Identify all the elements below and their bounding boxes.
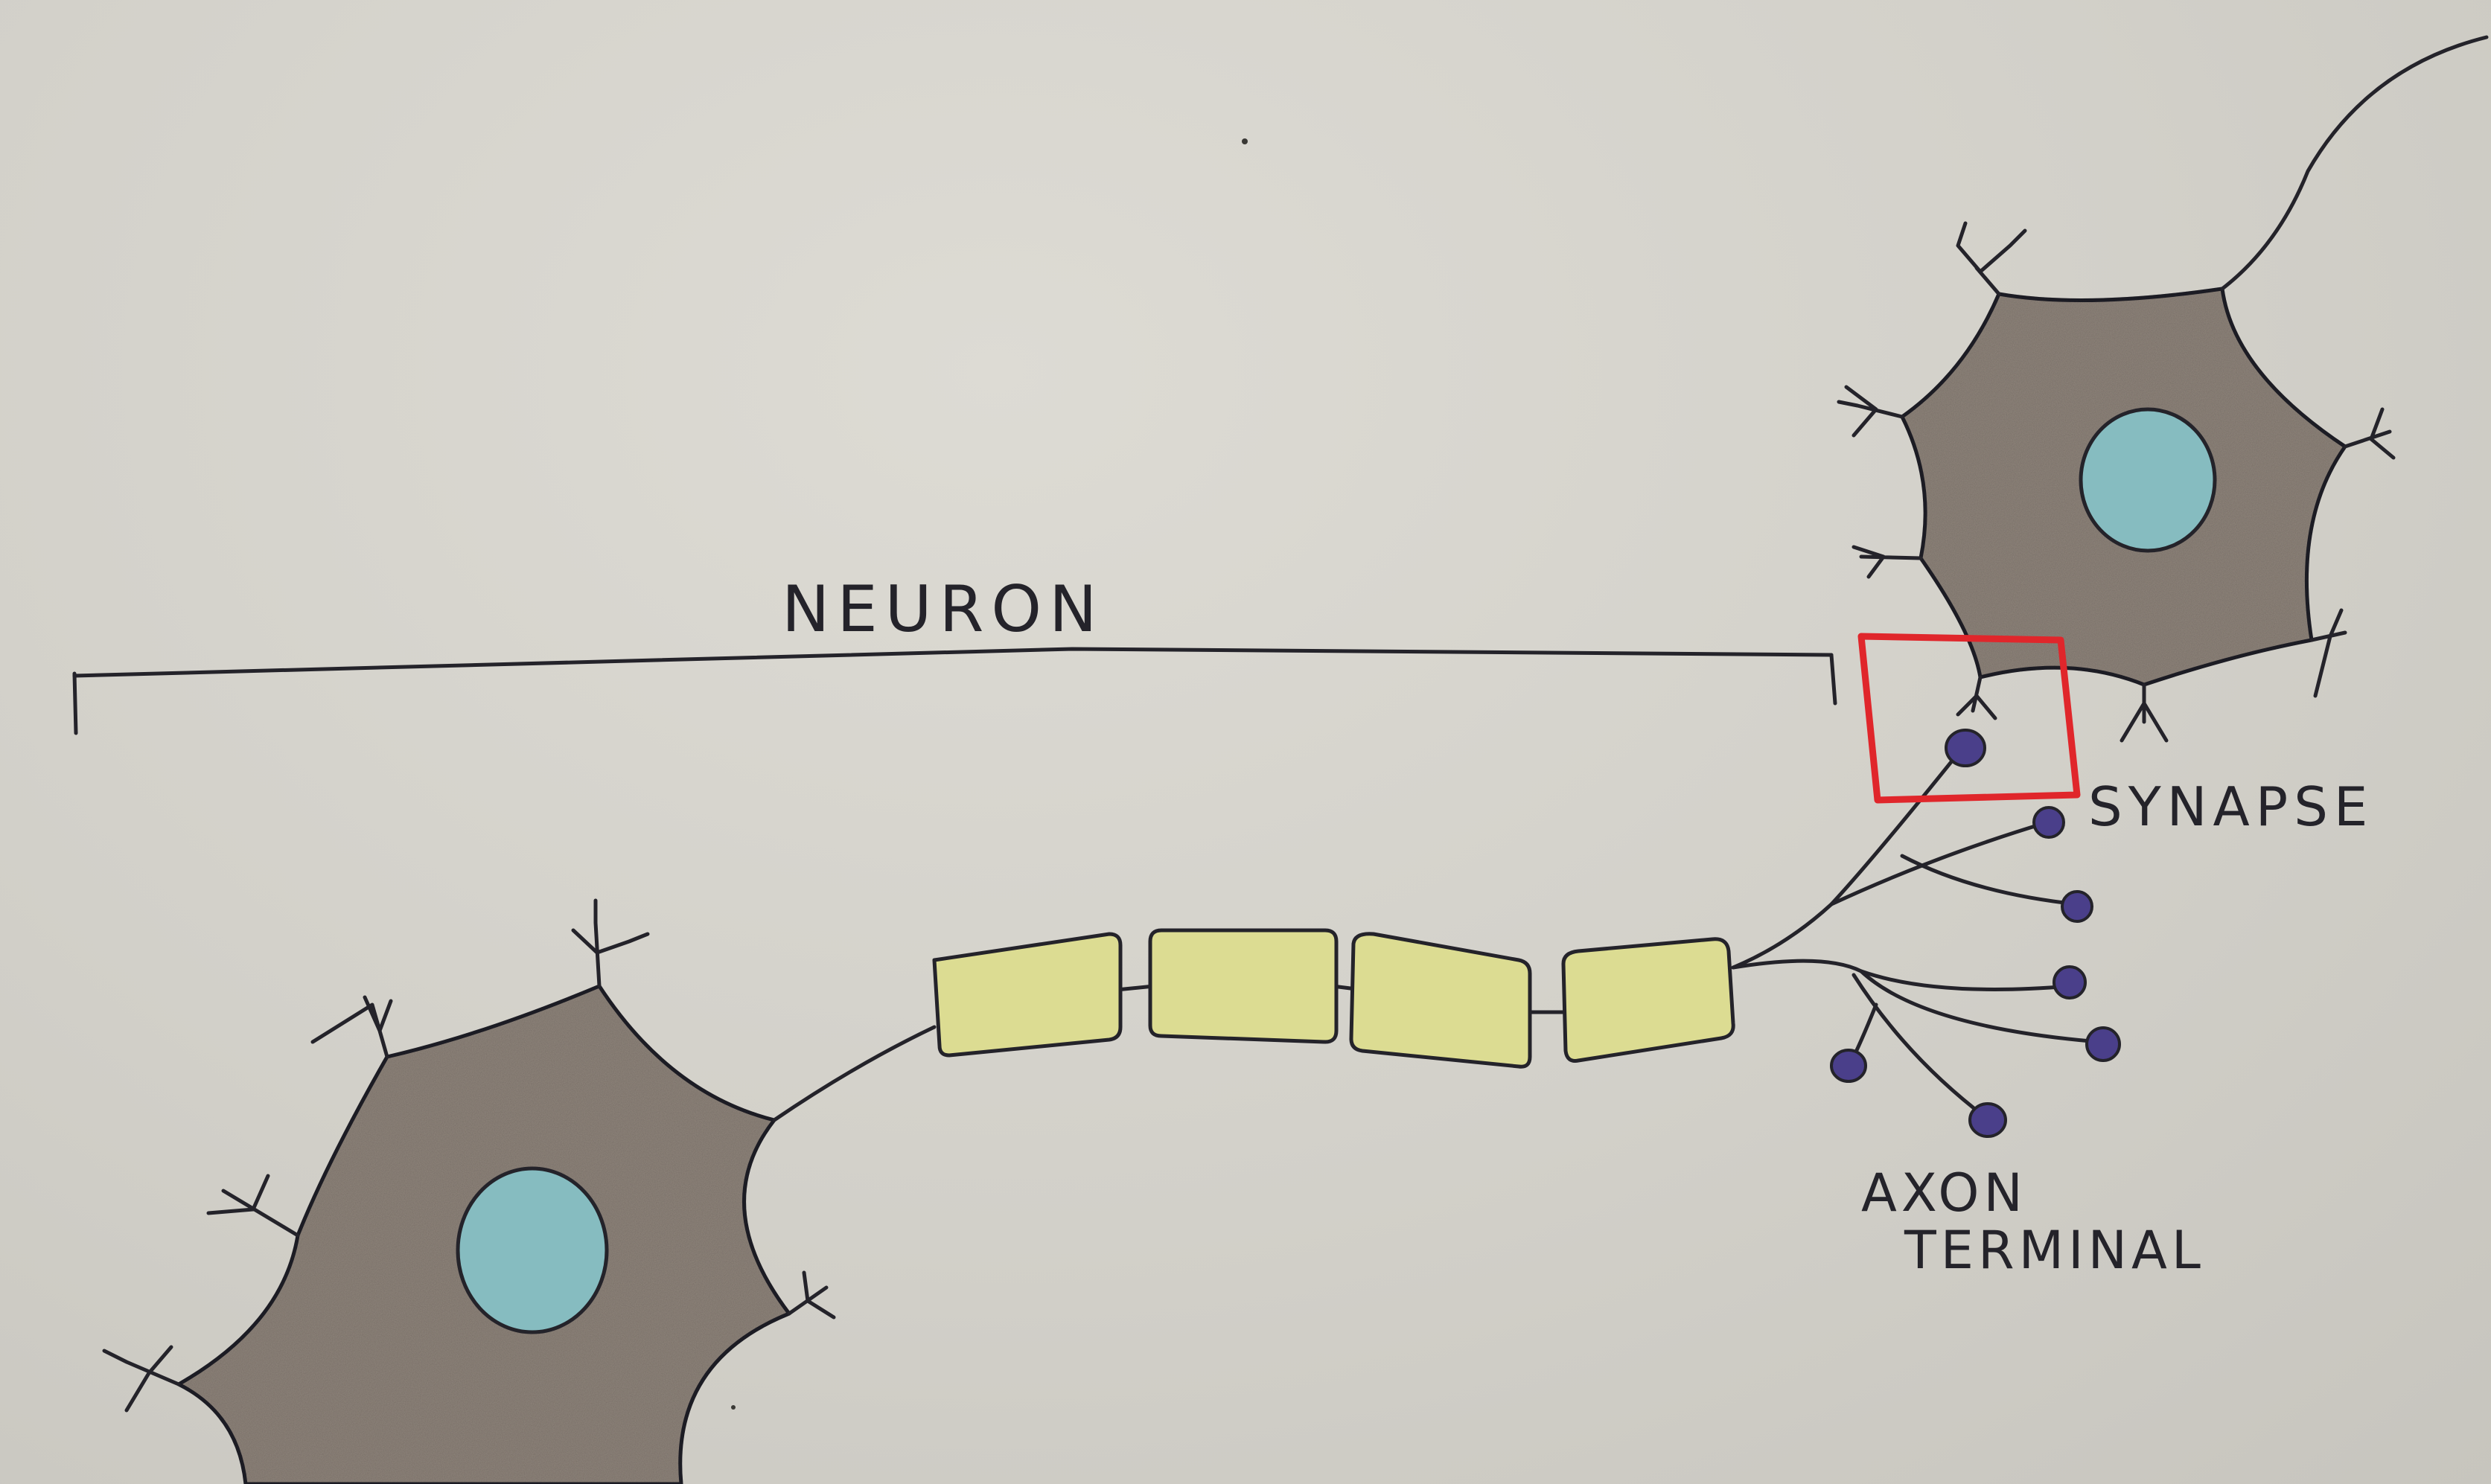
receiving-nucleus [2079,407,2217,553]
terminal-branch [1851,973,1988,1120]
myelin-sheath [1561,937,1735,1063]
dendrite [1956,675,1997,720]
dendrite [102,1345,181,1413]
dendrite [310,995,393,1059]
myelin-sheaths [932,928,1735,1069]
terminal-trunk [1731,742,1968,970]
dendrite [206,1174,300,1238]
dendrite [2309,608,2347,698]
myelin-sheath [932,932,1123,1058]
dendrite [1837,385,1904,438]
myelin-sheath [1148,928,1339,1044]
terminal-branch [1829,820,2050,906]
dendrite [2120,682,2169,743]
dendrite [571,898,650,988]
terminal-bulb [2061,890,2093,923]
sending-neuron [102,898,836,1484]
terminal-bulbs [1830,729,2121,1138]
terminal-bulb [1830,1049,1867,1083]
axon-terminal [1731,742,2102,1120]
terminal-branch [1731,959,2072,991]
terminal-branch [1859,969,2102,1044]
terminal-branch [1900,854,2079,906]
synapse-label: SYNAPSE [2088,775,2374,838]
receiving-axon [2220,35,2489,291]
terminal-bulb [1945,729,1986,767]
myelin-sheath [1349,932,1532,1069]
dendrite [787,1270,836,1320]
axon [772,1025,937,1122]
terminal-bulb [2053,965,2087,1000]
terminal-bulb [2032,806,2065,839]
neuron-span-bracket [72,647,1837,735]
receiving-neuron [1837,35,2489,743]
axon-node [1114,984,1156,992]
paper-speck [1242,138,1248,144]
sending-nucleus [456,1166,609,1334]
terminal-bulb [2085,1026,2121,1062]
axon-terminal-label: AXON TERMINAL [1861,1165,2205,1279]
axon-terminal-label-line1: AXON [1861,1162,2027,1224]
dendrite [1956,221,2027,296]
terminal-bulb [1968,1102,2007,1138]
dendrite [1851,545,1923,579]
synapse-highlight-box [1857,633,2081,804]
axon-terminal-label-line2: TERMINAL [1904,1220,2205,1281]
dendrite [2343,407,2396,460]
neuron-label: NEURON [782,572,1105,647]
paper-speck [731,1405,736,1410]
